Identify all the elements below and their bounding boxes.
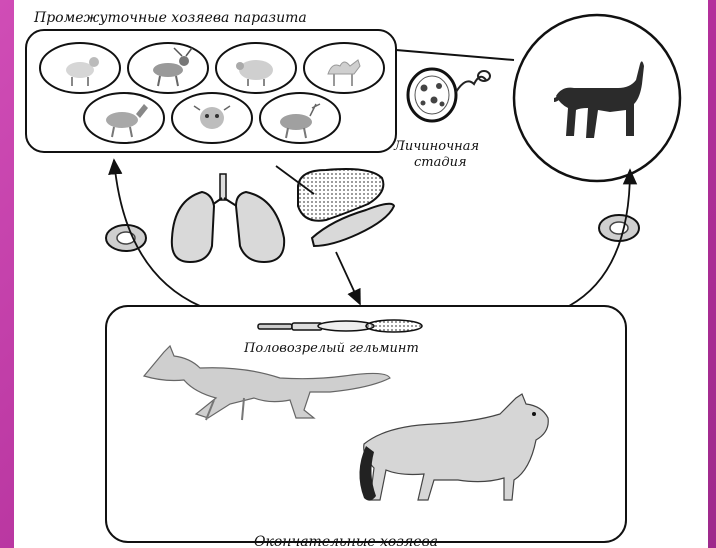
definitive-hosts-label: Окончательные хозяева — [254, 534, 438, 548]
fox-icon — [144, 346, 390, 420]
camel-icon — [304, 43, 384, 93]
adult-helminth-label: Половозрелый гельминт — [243, 341, 419, 356]
larval-stage-label-line2: стадия — [414, 155, 467, 170]
egg-left-icon — [106, 225, 146, 251]
sheep-icon — [40, 43, 120, 93]
connector-line — [396, 50, 514, 60]
larval-cyst-icon — [408, 69, 490, 121]
wolf-icon — [359, 394, 548, 501]
egg-right-icon — [599, 215, 639, 241]
echinococcus-life-cycle-diagram: Промежуточные хозяева паразита — [14, 0, 708, 548]
pig-icon — [216, 43, 296, 93]
adult-helminth-icon — [258, 320, 422, 332]
horse-icon — [84, 93, 164, 143]
goat-icon — [128, 43, 208, 93]
diagram-panel: Промежуточные хозяева паразита — [14, 0, 708, 548]
larval-stage-label-line1: Личиночная — [393, 139, 479, 154]
liver-icon — [298, 169, 394, 246]
cow-icon — [172, 93, 252, 143]
arrow-organs-to-final-hosts — [336, 252, 360, 304]
arrow-to-dog — [569, 170, 630, 306]
deer-icon — [260, 93, 340, 143]
lungs-icon — [172, 174, 284, 262]
intermediate-hosts-title: Промежуточные хозяева паразита — [33, 10, 307, 26]
